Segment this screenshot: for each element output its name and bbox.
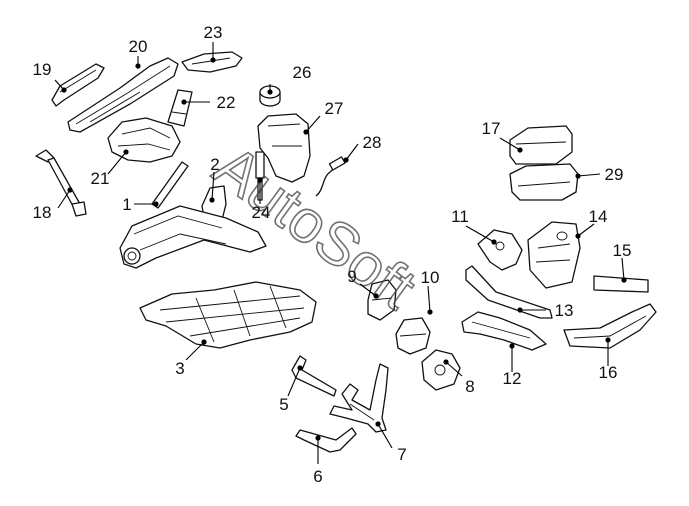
part-6[interactable] — [295, 427, 357, 453]
part-1[interactable] — [151, 161, 189, 209]
callout-24: 24 — [252, 203, 271, 222]
part-3[interactable] — [139, 281, 317, 349]
callout-1: 1 — [122, 195, 131, 214]
part-10[interactable] — [395, 317, 431, 355]
part-7[interactable] — [329, 363, 389, 433]
part-5[interactable] — [291, 355, 337, 397]
leader-lines — [54, 42, 627, 464]
part-20[interactable] — [67, 57, 179, 133]
callout-15: 15 — [613, 241, 632, 260]
part-14[interactable] — [527, 221, 581, 289]
part-15[interactable] — [593, 275, 649, 293]
part-9[interactable] — [367, 279, 397, 321]
callout-19: 19 — [33, 60, 52, 79]
part-21[interactable] — [107, 117, 181, 163]
callout-11: 11 — [451, 207, 469, 226]
callout-18: 18 — [33, 203, 52, 222]
callout-2: 2 — [210, 155, 219, 174]
part-16[interactable] — [563, 303, 657, 349]
callout-9: 9 — [347, 267, 356, 286]
part-13[interactable] — [465, 265, 553, 319]
callout-14: 14 — [589, 207, 608, 226]
callout-16: 16 — [599, 363, 618, 382]
part-22[interactable] — [167, 89, 193, 127]
callout-26: 26 — [293, 63, 312, 82]
callout-6: 6 — [313, 467, 322, 486]
part-29[interactable] — [509, 163, 579, 201]
callout-28: 28 — [363, 133, 382, 152]
part-11[interactable] — [477, 229, 523, 271]
part-17[interactable] — [509, 125, 573, 165]
callout-7: 7 — [397, 445, 406, 464]
part-18[interactable] — [35, 149, 87, 217]
callout-27: 27 — [325, 99, 344, 118]
part-12[interactable] — [461, 311, 547, 351]
callout-17: 17 — [482, 119, 501, 138]
part-8[interactable] — [421, 349, 461, 391]
callout-23: 23 — [204, 23, 223, 42]
callout-22: 22 — [217, 93, 236, 112]
callout-10: 10 — [421, 268, 440, 287]
part-19[interactable] — [51, 63, 105, 107]
callout-20: 20 — [129, 37, 148, 56]
callout-5: 5 — [279, 395, 288, 414]
callout-21: 21 — [91, 169, 110, 188]
callout-29: 29 — [605, 165, 624, 184]
callout-3: 3 — [175, 359, 184, 378]
callout-labels: 19 20 23 22 26 27 28 21 18 1 2 24 3 5 6 … — [33, 23, 632, 486]
part-27[interactable] — [257, 113, 311, 183]
subframe[interactable] — [119, 205, 267, 269]
callout-12: 12 — [503, 369, 522, 388]
callout-13: 13 — [555, 301, 574, 320]
callout-8: 8 — [465, 377, 474, 396]
parts — [35, 51, 657, 453]
part-28[interactable] — [315, 156, 349, 197]
